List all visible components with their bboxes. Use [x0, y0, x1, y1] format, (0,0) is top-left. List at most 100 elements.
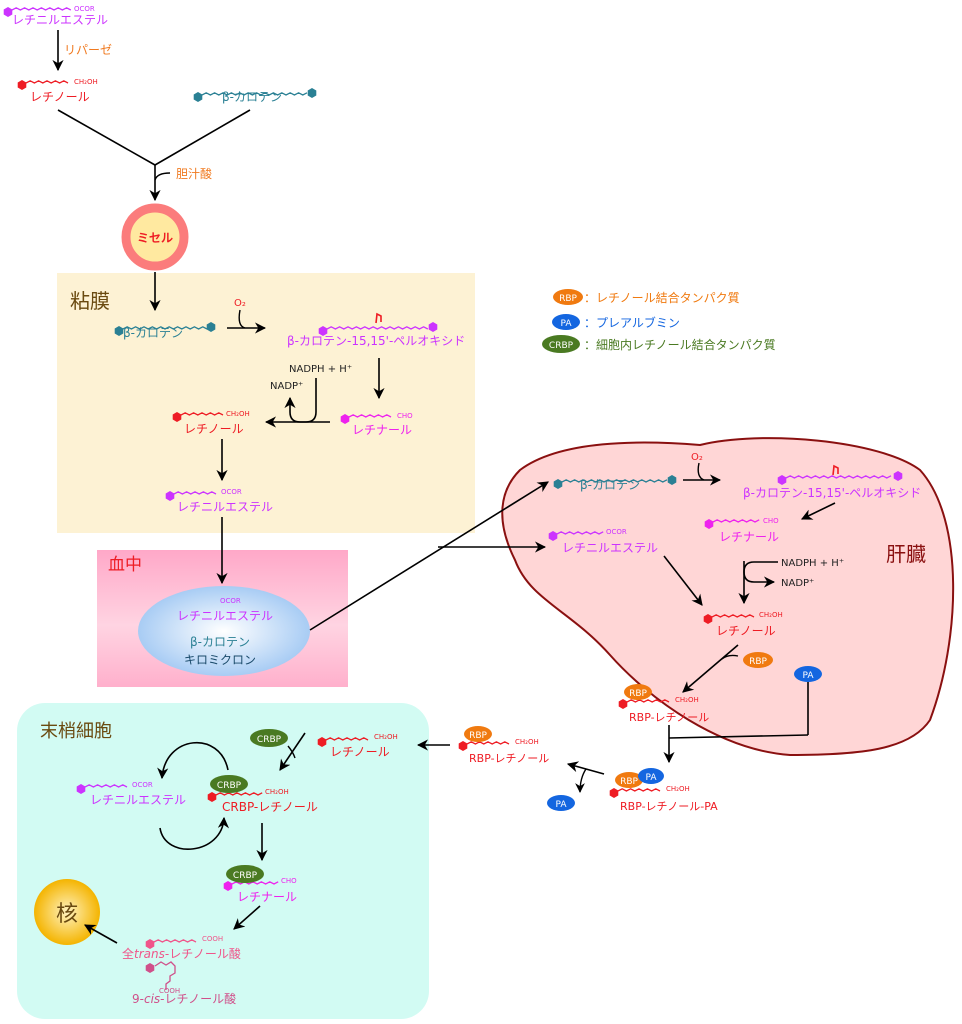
rbp-retinol-badge-text: RBP [629, 689, 647, 699]
crbp-retinol-badge-text: CRBP [217, 781, 242, 791]
crbp-join [287, 745, 296, 759]
crbp-retinal-ring-icon [223, 881, 233, 891]
arrow-blood-to-liver-carotene [309, 481, 549, 631]
liver-nadph-curve [743, 561, 778, 588]
ra-cis-label: 9-cis-レチノール酸 [132, 991, 236, 1006]
top-carotene-label: β-カロテン [222, 90, 282, 104]
liver-retinol-chain [711, 614, 755, 618]
ra-cis-prefix: 9- [132, 992, 144, 1006]
peripheral-cell-region [17, 703, 429, 1019]
mucosa-peroxide-label: β-カロテン-15,15'-ペルオキシド [287, 334, 465, 348]
mucosa-region [57, 273, 475, 533]
liver-pa-badge [794, 666, 822, 682]
peri-ester-group: OCOR [132, 781, 153, 789]
mucosa-retinol-ring-icon [172, 412, 182, 422]
peri-retinol-group: CH₂OH [374, 733, 398, 741]
complex-rbp-badge-text: RBP [620, 777, 638, 787]
liver-pa-badge-text: PA [802, 671, 814, 681]
liver-nadph-label: NADPH + H⁺ [781, 558, 844, 569]
mucosa-carotene-label: β-カロテン [123, 326, 183, 340]
mucosa-retinal-label: レチナール [352, 423, 412, 437]
crbp-free-badge [250, 729, 288, 747]
liver-ester-chain [556, 531, 604, 535]
blood-title: 血中 [108, 555, 142, 575]
rbp-retinol-ring-icon [618, 699, 628, 709]
liver-retinal-chain [712, 519, 760, 523]
liver-ester-label: レチニルエステル [562, 541, 658, 555]
crbp-free-badge-text: CRBP [257, 735, 282, 745]
mucosa-ester-ring-icon [165, 491, 175, 501]
liver-peroxide-ring-icon [777, 475, 787, 485]
crbp-retinol-group: CH₂OH [265, 788, 289, 796]
bile-acid-join [154, 172, 171, 181]
blood-ester-label: レチニルエステル [177, 609, 273, 623]
liver-peroxide-ring-end-icon [893, 471, 903, 481]
o2-join [238, 309, 246, 329]
liver-retinol-label: レチノール [716, 624, 776, 638]
liver-retinol-ring-icon [703, 614, 713, 624]
top-retinol-label: レチノール [30, 90, 90, 104]
crbp-retinol-label: CRBP-レチノール [222, 800, 318, 814]
liver-retinal-group: CHO [763, 517, 779, 525]
bile-acid-label: 胆汁酸 [176, 166, 212, 181]
liver-carotene-ring-end-icon [667, 475, 677, 485]
mucosa-nadp-label: NADP⁺ [270, 381, 303, 392]
liver-rbp-badge-text: RBP [749, 657, 767, 667]
top-ester-chain [11, 7, 72, 11]
peroxide-bridge-icon [375, 312, 382, 324]
rbp-retinol2-badge-text: RBP [469, 731, 487, 741]
rbp-retinol2-chain [466, 741, 510, 745]
peri-retinol-ring-icon [317, 737, 327, 747]
ra-cis-ring-icon [145, 963, 155, 973]
crbp-retinol-badge [210, 775, 248, 793]
legend-rbp-text: ：レチノール結合タンパク質 [584, 290, 740, 305]
liver-o2-label: O₂ [691, 452, 703, 463]
liver-nadp-label: NADP⁺ [781, 578, 814, 589]
ra-cis-group: COOH [159, 987, 180, 995]
crbp-retinal-badge [226, 865, 264, 883]
peripheral-title: 末梢細胞 [40, 721, 112, 742]
legend-pa-badge-text: PA [560, 319, 572, 329]
top-carotene-chain [201, 92, 308, 96]
mucosa-retinal-group: CHO [397, 412, 413, 420]
blood-ester-group: OCOR [220, 597, 241, 605]
peri-retinol-label: レチノール [330, 745, 390, 759]
chylomicron-label: キロミクロン [184, 653, 256, 667]
complex-group: CH₂OH [666, 785, 690, 793]
liver-retinal-label: レチナール [719, 530, 779, 544]
top-ester-ring-icon [3, 7, 13, 17]
pa-release-curve [575, 768, 587, 793]
ra-trans-suffix: -レチノール酸 [165, 946, 241, 961]
complex-ring-icon [609, 788, 619, 798]
released-pa-badge-text: PA [555, 800, 567, 810]
blood-carotene-label: β-カロテン [190, 635, 250, 649]
top-carotene-ring-icon [193, 92, 203, 102]
mucosa-peroxide-chain [326, 326, 429, 330]
crbp-retinal-badge-text: CRBP [233, 871, 258, 881]
peri-ester-chain [84, 784, 128, 788]
mucosa-retinol-chain [180, 412, 224, 416]
rbp-retinol-badge [624, 684, 652, 700]
ra-trans-ring-icon [145, 939, 155, 949]
chylomicron [138, 586, 310, 676]
rbp-retinol2-label: RBP-レチノール [469, 752, 549, 765]
mucosa-retinal-chain [348, 414, 392, 418]
mucosa-peroxide-ring-end-icon [428, 322, 438, 332]
line-pa-join [668, 734, 809, 739]
ra-trans-chain [153, 939, 197, 943]
rbp-retinol-group: CH₂OH [675, 696, 699, 704]
top-ester-label: レチニルエステル [12, 13, 108, 27]
ra-trans-prefix: 全 [122, 946, 134, 961]
ra-cis-italic: cis [144, 992, 160, 1006]
crbp-retinal-group: CHO [281, 877, 297, 885]
liver-ester-ring-icon [548, 531, 558, 541]
released-pa-badge [547, 795, 575, 811]
ra-trans-group: COOH [202, 935, 223, 943]
liver-carotene-ring-icon [553, 479, 563, 489]
nucleus-label: 核 [56, 902, 78, 927]
ra-cis-chain [154, 961, 176, 990]
legend-crbp-text: ：細胞内レチノール結合タンパク質 [584, 337, 776, 352]
mucosa-peroxide-ring-icon [318, 326, 328, 336]
legend-rbp-badge [553, 289, 583, 305]
